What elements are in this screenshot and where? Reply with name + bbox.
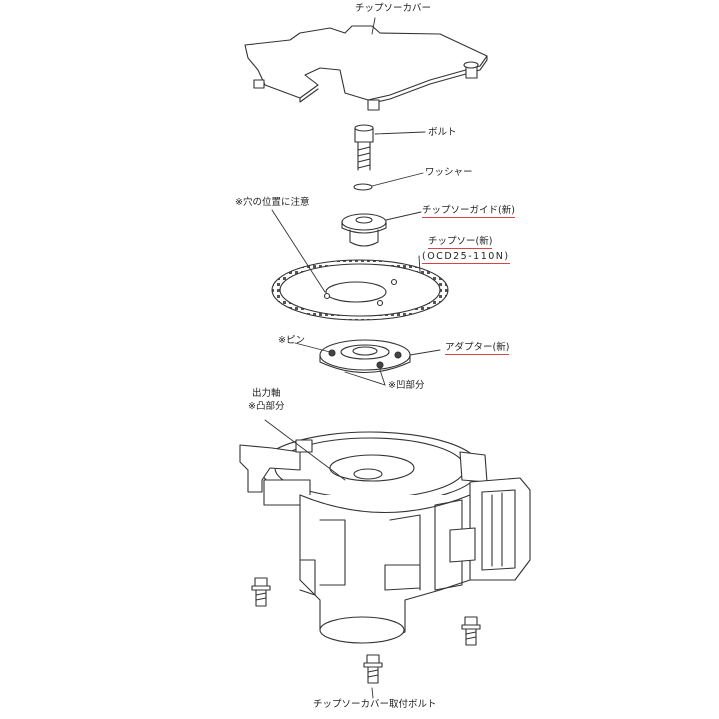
- cover-mount-bolt-left: [251, 577, 271, 607]
- gear-head-assembly: [239, 431, 531, 644]
- bolt: [354, 124, 374, 171]
- cover-mount-bolt-bottom: [363, 654, 383, 684]
- label-cover-bolt: チップソーカバー取付ボルト: [313, 699, 437, 710]
- leader-lines: [264, 17, 441, 699]
- tip-saw-blade: [271, 259, 449, 321]
- label-convex: ※凸部分: [248, 401, 285, 412]
- saw-guide: [341, 213, 387, 247]
- label-output-shaft: 出力軸: [252, 388, 281, 399]
- label-saw: チップソー(新): [428, 236, 493, 249]
- label-bolt: ボルト: [428, 127, 457, 138]
- label-guide: チップソーガイド(新): [422, 205, 515, 218]
- label-saw-model: (OCD25-110N): [422, 251, 510, 264]
- tip-saw-cover: [244, 25, 488, 111]
- washer: [353, 183, 373, 191]
- label-recess: ※凹部分: [388, 380, 425, 391]
- label-pin: ※ピン: [278, 335, 305, 346]
- adapter: [319, 339, 411, 374]
- label-hole-note: ※穴の位置に注意: [235, 197, 310, 208]
- cover-mount-bolt-right: [461, 616, 481, 646]
- label-cover: チップソーカバー: [355, 3, 432, 14]
- label-adapter: アダプター(新): [445, 342, 510, 355]
- label-washer: ワッシャー: [425, 167, 473, 178]
